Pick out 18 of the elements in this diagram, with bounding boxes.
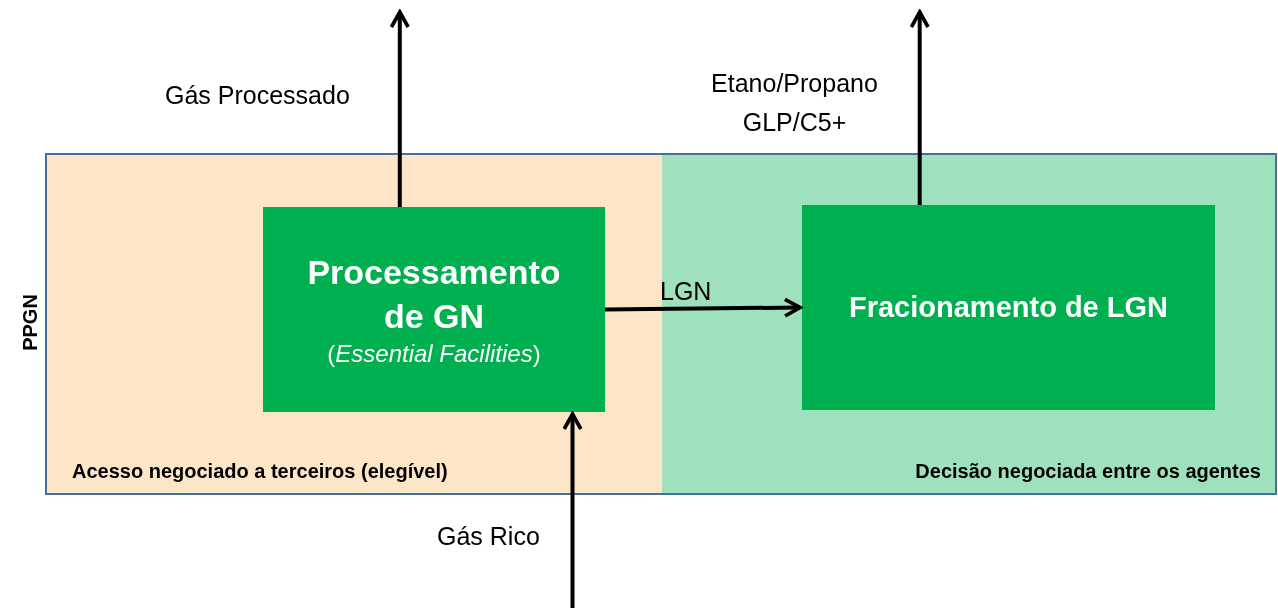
arrow xyxy=(909,10,930,205)
flow-label: Gás Processado xyxy=(165,80,350,111)
region-band xyxy=(662,155,1275,493)
arrow xyxy=(562,412,583,608)
flow-label: Etano/Propano GLP/C5+ xyxy=(710,68,879,138)
region-band xyxy=(47,155,662,493)
flow-label: LGN xyxy=(660,276,712,307)
vertical-label: PPGN xyxy=(18,294,42,351)
arrow xyxy=(389,10,410,207)
box-title: Processamento de GN xyxy=(306,251,562,337)
process-box xyxy=(263,207,605,412)
region-caption: Acesso negociado a terceiros (elegível) xyxy=(72,460,448,483)
box-title: Fracionamento de LGN xyxy=(847,289,1169,325)
region-caption: Decisão negociada entre os agentes xyxy=(915,460,1261,483)
flow-label: Gás Rico xyxy=(437,521,540,552)
arrow xyxy=(604,297,802,318)
process-box xyxy=(802,205,1215,410)
box-subtitle: (Essential Facilities) xyxy=(326,339,542,370)
